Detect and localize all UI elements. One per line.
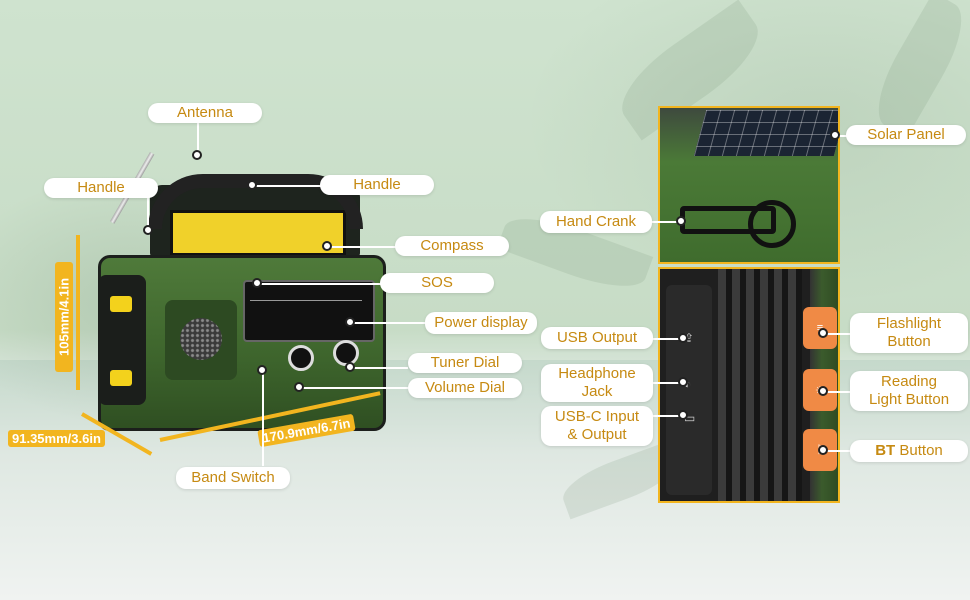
lamp-bottom	[110, 370, 132, 386]
flashlight-line1: Flashlight	[876, 315, 942, 332]
height-dimension: 105mm/4.1in	[55, 262, 73, 372]
handle-right-label: Handle	[320, 175, 434, 195]
height-arrow	[76, 235, 80, 390]
handle-left-dot	[143, 225, 153, 235]
usb-icon: ⇪	[684, 331, 695, 345]
band-switch-leader	[262, 370, 264, 466]
volume-dial-label: Volume Dial	[408, 378, 522, 398]
handle-left-leader	[147, 188, 149, 230]
headphone-icon: ◐	[684, 377, 692, 391]
solar-panel-label: Solar Panel	[846, 125, 966, 145]
reading-line1: Reading	[881, 373, 937, 390]
tuner-knob	[288, 345, 314, 371]
tuner-leader	[350, 367, 408, 369]
power-display-label: Power display	[425, 312, 537, 334]
hand-crank-label: Hand Crank	[540, 211, 652, 233]
usbc-label: USB-C Input & Output	[541, 406, 653, 446]
compass-leader	[328, 246, 396, 248]
compass-dot	[322, 241, 332, 251]
crank-wheel	[748, 200, 796, 248]
solar-leader	[835, 135, 851, 137]
ports-strip	[666, 285, 712, 495]
volume-leader	[300, 387, 408, 389]
reading-leader	[822, 391, 852, 393]
frequency-display	[243, 280, 375, 342]
band-switch-label: Band Switch	[176, 467, 290, 489]
depth-dimension: 91.35mm/3.6in	[8, 430, 105, 447]
usb-leader	[648, 338, 684, 340]
bt-rest: Button	[895, 442, 943, 459]
headphone-jack-line1: Headphone	[558, 365, 636, 382]
reading-line2: Light Button	[868, 391, 950, 408]
sos-leader	[256, 283, 396, 285]
solar-crank-closeup	[658, 106, 840, 264]
reading-dot	[818, 386, 828, 396]
tuner-dial-label: Tuner Dial	[408, 353, 522, 373]
speaker-grille	[180, 318, 222, 360]
crank-leader	[648, 221, 680, 223]
bt-button-label: BT Button	[850, 440, 968, 462]
usb-output-label: USB Output	[541, 327, 653, 349]
solar-panel-graphic	[693, 110, 838, 156]
flashlight-dot	[818, 328, 828, 338]
crank-handle	[680, 206, 776, 234]
usbc-line1: USB-C Input	[554, 408, 640, 425]
antenna-dot	[192, 150, 202, 160]
flashlight-line2: Button	[887, 333, 931, 350]
lamp-top	[110, 296, 132, 312]
bt-leader	[822, 450, 852, 452]
bt-bold: BT	[875, 442, 896, 459]
volume-dot	[294, 382, 304, 392]
power-display-leader	[350, 322, 426, 324]
antenna-leader	[197, 113, 199, 153]
reading-light-label: Reading Light Button	[850, 371, 968, 411]
handle-right-dot	[247, 180, 257, 190]
heat-ribs	[718, 269, 802, 501]
usbc-leader	[648, 415, 684, 417]
sos-label: SOS	[380, 273, 494, 293]
frequency-scale	[250, 300, 362, 301]
crank-dot	[676, 216, 686, 226]
headphone-jack-label: Headphone Jack	[541, 364, 653, 402]
headphone-jack-line2: Jack	[581, 383, 613, 400]
solar-dot	[830, 130, 840, 140]
power-display-dot	[345, 317, 355, 327]
bt-dot	[818, 445, 828, 455]
compass-label: Compass	[395, 236, 509, 256]
flashlight-label: Flashlight Button	[850, 313, 968, 353]
tuner-dot	[345, 362, 355, 372]
antenna-label: Antenna	[148, 103, 262, 123]
band-switch-dot	[257, 365, 267, 375]
usb-dot	[678, 333, 688, 343]
usbc-line2: & Output	[567, 426, 627, 443]
handle-right-leader	[252, 185, 322, 187]
sos-dot	[252, 278, 262, 288]
handle-left-label: Handle	[44, 178, 158, 198]
usb-c-icon: ▭	[684, 411, 696, 425]
headphone-leader	[648, 382, 684, 384]
usbc-dot	[678, 410, 688, 420]
flashlight-leader	[822, 333, 852, 335]
headphone-dot	[678, 377, 688, 387]
